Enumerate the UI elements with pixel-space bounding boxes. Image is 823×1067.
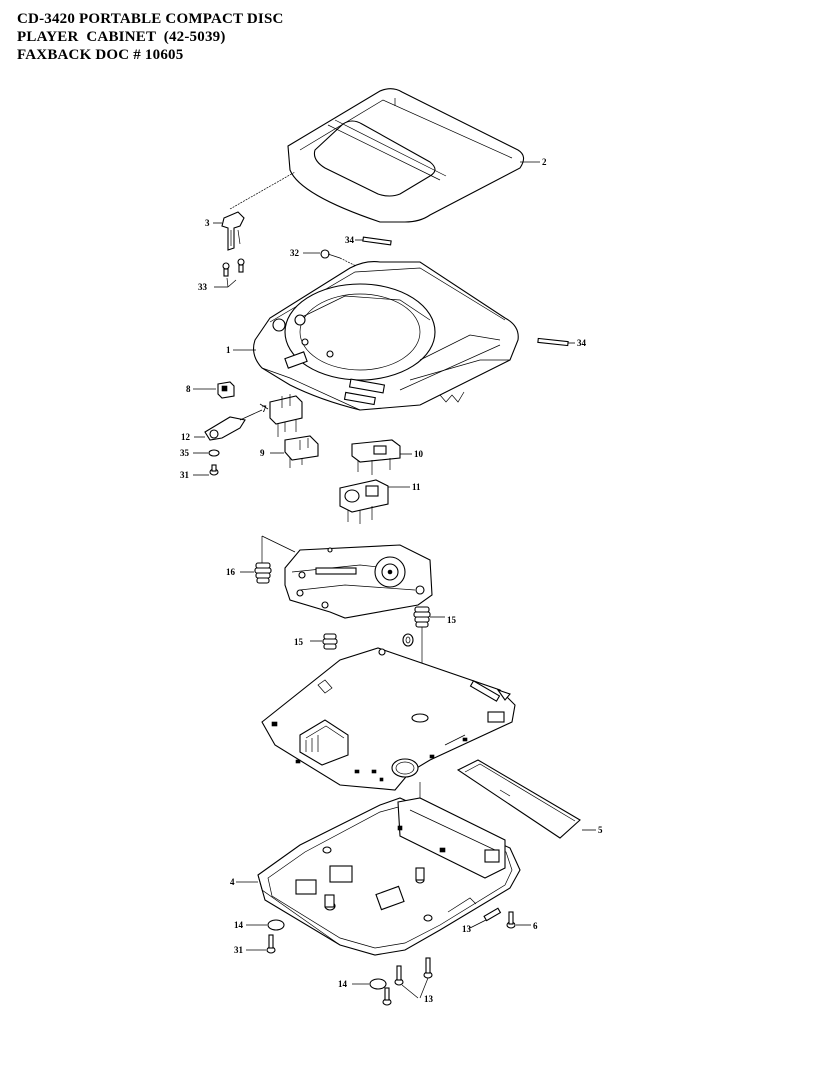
top-cabinet-part [253,261,519,411]
document-title: CD-3420 PORTABLE COMPACT DISC PLAYER CAB… [17,10,284,64]
callout-11: 11 [412,482,421,492]
switch-11-part [339,479,389,524]
screws-13-bottom-part [382,957,433,1006]
callout-13-right: 6 [533,921,538,931]
lid-cover-part [287,88,525,223]
switch-9-part [284,435,319,468]
callout-16: 16 [226,567,236,577]
screw-6-part [483,907,502,922]
callout-34-top: 34 [345,235,355,245]
title-line-model: CD-3420 PORTABLE COMPACT DISC [17,11,284,27]
callout-7: 7 [262,404,267,414]
callout-15-left: 15 [294,637,304,647]
screw-33a [222,262,230,277]
callout-4: 4 [230,877,235,887]
callout-5: 5 [598,825,603,835]
callout-9: 9 [260,448,265,458]
damper-15-right-part [413,606,431,628]
screw-32-part [320,249,341,259]
callout-3: 3 [205,218,210,228]
callout-15-right: 15 [447,615,457,625]
hinge-pin-34-right [537,337,569,347]
callout-12: 12 [181,432,191,442]
callout-6: 13 [462,924,472,934]
foot-14-upper-part [267,919,285,931]
screw-33b [237,258,245,273]
foot-14-lower-part [369,978,387,990]
callout-14-lower: 14 [338,979,348,989]
callout-14-upper: 14 [234,920,244,930]
callout-13-bottom: 13 [424,994,434,1004]
callout-32: 32 [290,248,300,258]
damper-15-left-part [322,633,338,650]
callout-34-right: 34 [577,338,587,348]
title-line-faxback: FAXBACK DOC # 10605 [17,47,184,63]
screw-31-part [209,464,219,476]
switch-10-part [351,439,401,475]
callout-33: 33 [198,282,208,292]
callout-8: 8 [186,384,191,394]
callout-35: 35 [180,448,190,458]
hinge-pin-34-top [362,236,392,246]
screw-13-left-part [266,934,276,954]
hinge-bracket-part [221,211,245,251]
washer-35-part [208,449,220,457]
callout-13-left: 31 [234,945,244,955]
button-8-part [217,381,235,399]
lever-12-part [204,409,263,441]
title-line-cabinet: PLAYER CABINET (42-5039) [17,29,226,45]
main-pcb-part [261,647,516,791]
bottom-cabinet-part [257,797,521,956]
switch-7-part [269,394,303,437]
callout-10: 10 [414,449,424,459]
screw-13-right-part [506,911,516,929]
callout-2: 2 [542,157,547,167]
cd-mechanism-part [284,544,433,619]
callout-31: 31 [180,470,190,480]
battery-cover-5-part [456,759,581,839]
damper-16-part [254,562,272,584]
callout-1: 1 [226,345,231,355]
bushing-part [402,633,414,647]
